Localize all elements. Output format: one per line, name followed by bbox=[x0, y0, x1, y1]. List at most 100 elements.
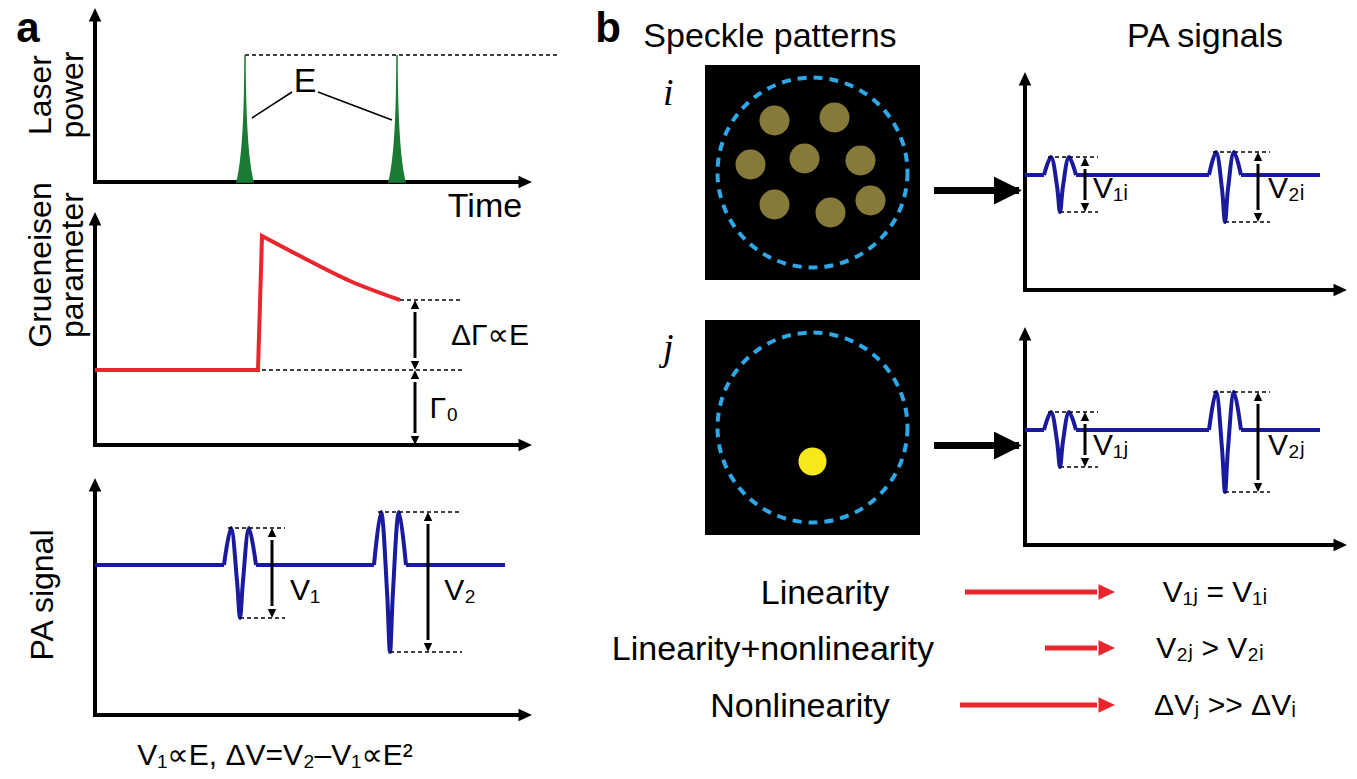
panel-letter: a bbox=[16, 7, 39, 49]
figure-label: V₁∝E, ΔV=V₂–V₁∝E² bbox=[137, 740, 413, 770]
figure-label: PA signal bbox=[26, 529, 58, 660]
figure-label: ΔVⱼ >> ΔVᵢ bbox=[1154, 690, 1296, 720]
figure-label: E bbox=[294, 63, 317, 97]
pa-signal-plot: V₁ⱼV₂ⱼ bbox=[1025, 320, 1345, 545]
signal-baseline bbox=[406, 563, 505, 567]
arrow-head bbox=[268, 609, 276, 618]
pattern-index: i bbox=[663, 73, 674, 111]
speckle-grain bbox=[760, 190, 790, 220]
x-axis bbox=[93, 713, 520, 717]
level-guide bbox=[1225, 221, 1270, 223]
arrow-head bbox=[1081, 412, 1089, 421]
dimension-arrow bbox=[427, 524, 430, 640]
flow-arrow bbox=[934, 442, 1019, 449]
x-axis bbox=[1023, 543, 1335, 547]
dimension-arrow bbox=[1257, 164, 1260, 210]
dimension-arrow bbox=[271, 540, 274, 606]
panel-a bbox=[89, 8, 560, 721]
arrow-head bbox=[89, 212, 102, 226]
level-guide bbox=[1225, 491, 1270, 493]
level-guide bbox=[390, 651, 462, 653]
y-axis bbox=[1023, 84, 1027, 290]
summary-arrow bbox=[965, 590, 1097, 595]
dimension-arrow bbox=[1257, 404, 1260, 480]
arrow-head bbox=[1099, 584, 1116, 599]
speckle-image bbox=[705, 65, 920, 280]
pa-pulse bbox=[1209, 392, 1241, 492]
pa-signal-plot: V₁ᵢ V₂ᵢ bbox=[1025, 65, 1345, 290]
arrow-head bbox=[1081, 157, 1089, 166]
grueneisen-curve bbox=[95, 236, 400, 370]
arrow-head bbox=[411, 361, 419, 370]
arrow-head bbox=[89, 478, 102, 492]
transducer-area bbox=[718, 333, 908, 523]
figure-label: Speckle patterns bbox=[643, 18, 896, 52]
figure-label: Time bbox=[448, 188, 522, 222]
pa-pulse bbox=[374, 512, 406, 652]
signal-baseline bbox=[1025, 428, 1044, 432]
arrow-head bbox=[1254, 213, 1262, 222]
leader-line bbox=[318, 92, 392, 120]
focused-spot bbox=[799, 448, 827, 476]
pa-pulse bbox=[1209, 152, 1241, 222]
signal-amplitude: V₁ᵢ bbox=[1093, 173, 1128, 203]
arrow-head bbox=[1099, 640, 1116, 655]
pa-pulse bbox=[1044, 412, 1076, 467]
arrow-head bbox=[1254, 483, 1262, 492]
dimension-arrow bbox=[1084, 424, 1087, 455]
level-guide bbox=[1213, 391, 1270, 393]
transducer-area bbox=[718, 78, 908, 268]
figure-label: Nonlinearity bbox=[710, 688, 890, 722]
panel-b bbox=[960, 72, 1347, 713]
speckle-grain bbox=[820, 103, 850, 133]
signal-baseline bbox=[256, 563, 374, 567]
arrow-head bbox=[1334, 284, 1348, 297]
level-guide bbox=[1048, 411, 1098, 413]
y-axis bbox=[93, 20, 97, 182]
y-axis bbox=[1023, 339, 1027, 545]
panel-letter: b bbox=[595, 7, 621, 49]
x-axis bbox=[93, 443, 520, 447]
level-guide bbox=[228, 527, 285, 529]
level-guide bbox=[1060, 466, 1098, 468]
speckle-grain bbox=[856, 186, 886, 216]
leader-line bbox=[252, 92, 292, 118]
summary-arrow bbox=[960, 703, 1097, 708]
level-guide bbox=[262, 369, 462, 371]
flow-arrow bbox=[934, 187, 1019, 194]
arrow-head bbox=[89, 8, 102, 22]
arrow-head bbox=[519, 709, 533, 722]
speckle-grain bbox=[736, 150, 766, 180]
pa-pulse bbox=[224, 528, 256, 618]
figure-label: Γ₀ bbox=[430, 393, 459, 423]
y-axis bbox=[93, 490, 97, 715]
speckle-grain bbox=[760, 106, 790, 136]
arrow-head bbox=[411, 370, 419, 379]
x-axis bbox=[1023, 288, 1335, 292]
dimension-arrow bbox=[1084, 169, 1087, 200]
dimension-arrow bbox=[414, 312, 417, 358]
figure-label: PA signals bbox=[1127, 18, 1283, 52]
arrow-head bbox=[1081, 203, 1089, 212]
signal-amplitude: V₂ⱼ bbox=[1268, 430, 1305, 460]
figure-label: ΔΓ∝E bbox=[451, 320, 529, 350]
figure-label: V₂ⱼ > V₂ᵢ bbox=[1156, 633, 1263, 663]
arrow-head bbox=[411, 436, 419, 445]
speckle-grain bbox=[790, 144, 820, 174]
arrow-head bbox=[1019, 327, 1032, 341]
signal-amplitude: V₂ᵢ bbox=[1268, 173, 1304, 203]
pattern-index: j bbox=[663, 328, 674, 366]
speckle-grain bbox=[816, 198, 846, 228]
arrow-head bbox=[424, 512, 432, 521]
speckle-pattern: i bbox=[705, 65, 920, 280]
level-guide bbox=[240, 617, 285, 619]
level-guide bbox=[400, 299, 462, 301]
laser-pulse bbox=[389, 55, 405, 182]
level-guide bbox=[245, 54, 560, 56]
level-guide bbox=[1048, 156, 1098, 158]
figure-label: Grueneisen parameter bbox=[24, 165, 88, 365]
arrow-head bbox=[268, 528, 276, 537]
level-guide bbox=[378, 511, 462, 513]
figure-label: V₁ bbox=[290, 575, 320, 605]
arrow-head bbox=[424, 643, 432, 652]
